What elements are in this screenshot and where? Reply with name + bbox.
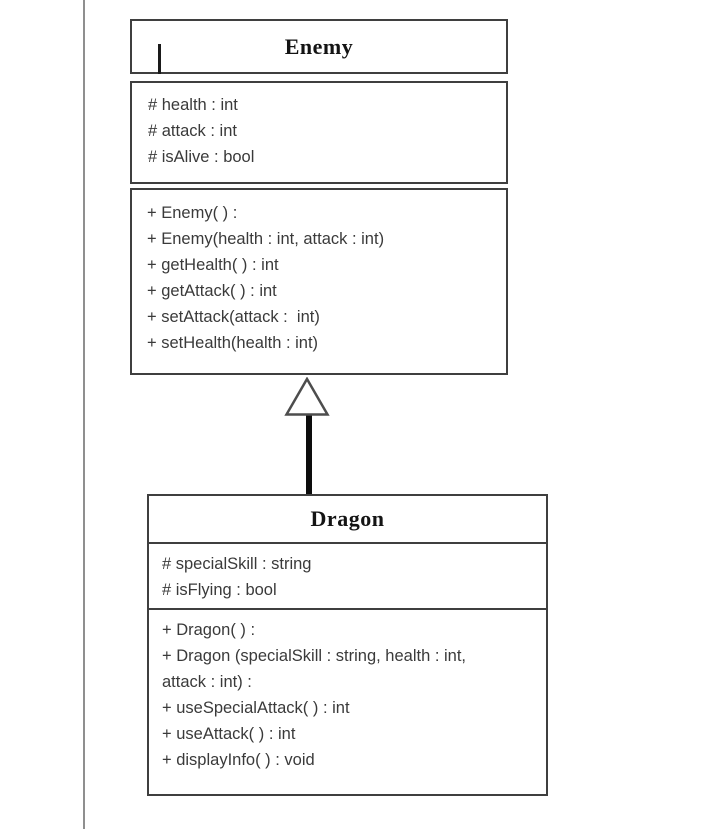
dragon-method: + Dragon (specialSkill : string, health … [162,647,467,665]
dragon-method: + useSpecialAttack( ) : int [162,699,350,717]
enemy-class-header: Enemy [130,19,508,74]
dragon-attribute: # isFlying : bool [162,581,277,599]
enemy-method: + Enemy( ) : [147,204,238,222]
dragon-method: + useAttack( ) : int [162,725,296,743]
dragon-class-header: Dragon [149,496,546,544]
dragon-class-box: Dragon # specialSkill : string # isFlyin… [147,494,548,796]
enemy-methods-compartment: + Enemy( ) : + Enemy(health : int, attac… [130,188,508,375]
enemy-attribute: # attack : int [148,122,237,140]
inheritance-triangle-icon [284,377,330,416]
dragon-attributes-compartment: # specialSkill : string # isFlying : boo… [149,544,546,610]
dragon-class-name: Dragon [310,506,385,531]
enemy-method: + getHealth( ) : int [147,256,279,274]
dragon-method: + displayInfo( ) : void [162,751,315,769]
enemy-class-name: Enemy [284,33,354,59]
dragon-method-wrap: attack : int) : [162,673,252,691]
enemy-method: + getAttack( ) : int [147,282,277,300]
enemy-attribute: # isAlive : bool [148,148,255,166]
dragon-methods-compartment: + Dragon( ) : + Dragon (specialSkill : s… [149,610,546,792]
enemy-method: + setHealth(health : int) [147,334,319,352]
enemy-attributes-compartment: # health : int # attack : int # isAlive … [130,81,508,184]
dragon-attribute: # specialSkill : string [162,555,312,573]
enemy-method: + Enemy(health : int, attack : int) [147,230,385,248]
enemy-method: + setAttack(attack : int) [147,308,320,326]
page-margin-rule [83,0,85,829]
inheritance-connector-line [306,414,312,495]
enemy-attribute: # health : int [148,96,238,114]
text-cursor [158,44,161,74]
dragon-method: + Dragon( ) : [162,621,256,639]
